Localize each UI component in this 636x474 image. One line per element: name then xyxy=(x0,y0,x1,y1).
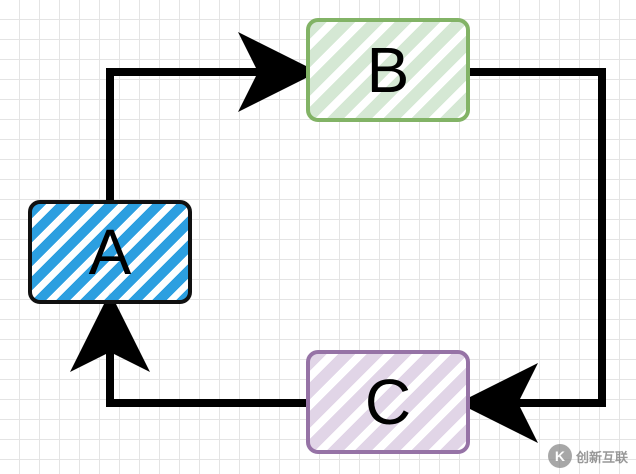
node-a-label: A xyxy=(88,216,132,288)
node-a[interactable]: A xyxy=(28,200,192,304)
watermark: K 创新互联 xyxy=(547,444,628,468)
watermark-logo-icon: K xyxy=(547,444,572,468)
node-b-label: B xyxy=(366,34,410,106)
edge-c-to-a[interactable] xyxy=(70,292,306,407)
node-c[interactable]: C xyxy=(306,350,470,454)
node-b[interactable]: B xyxy=(306,18,470,122)
node-c-label: C xyxy=(364,366,412,438)
edge-b-to-c[interactable] xyxy=(458,68,606,443)
edge-a-to-b[interactable] xyxy=(106,32,318,200)
watermark-text: 创新互联 xyxy=(575,449,628,465)
